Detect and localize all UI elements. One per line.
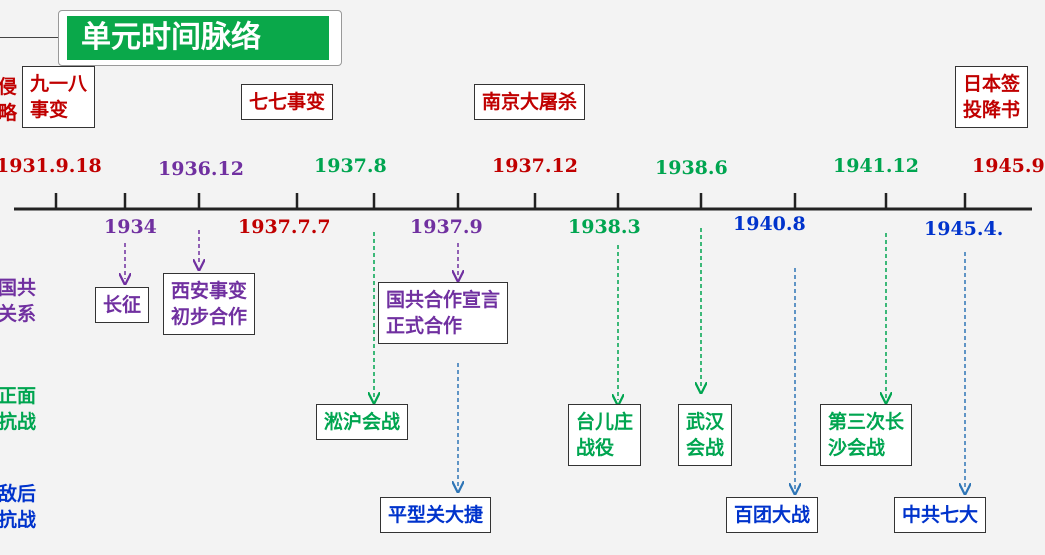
event-surrender: 日本签 投降书 bbox=[955, 66, 1029, 128]
page-title: 单元时间脉络 bbox=[67, 16, 329, 60]
date-1945-4: 1945.4. bbox=[924, 218, 1004, 240]
event-918: 九一八 事变 bbox=[22, 66, 96, 128]
date-1937-8: 1937.8 bbox=[314, 155, 387, 177]
title-connector bbox=[0, 37, 60, 38]
date-1938-3: 1938.3 bbox=[568, 216, 641, 238]
date-1937-7-7: 1937.7.7 bbox=[238, 216, 331, 238]
date-1945-9: 1945.9 bbox=[972, 155, 1045, 177]
event-songhu: 淞沪会战 bbox=[316, 404, 409, 440]
category-kmt-cpc: 国共 关系 bbox=[0, 277, 37, 325]
event-cooperation: 国共合作宣言 正式合作 bbox=[378, 282, 509, 344]
date-1941-12: 1941.12 bbox=[833, 155, 919, 177]
date-1931-9-18: 1931.9.18 bbox=[0, 155, 102, 177]
date-1938-6: 1938.6 bbox=[655, 157, 728, 179]
date-1936-12: 1936.12 bbox=[158, 158, 244, 180]
event-pingxingguan: 平型关大捷 bbox=[380, 497, 492, 533]
event-nanjing: 南京大屠杀 bbox=[474, 84, 586, 120]
category-frontal: 正面 抗战 bbox=[0, 385, 37, 433]
event-baituan: 百团大战 bbox=[726, 497, 819, 533]
date-1934: 1934 bbox=[104, 216, 157, 238]
timeline-ticks bbox=[54, 193, 967, 209]
event-wuhan: 武汉 会战 bbox=[678, 404, 733, 466]
event-xian: 西安事变 初步合作 bbox=[163, 273, 256, 335]
event-7th-congress: 中共七大 bbox=[894, 497, 987, 533]
date-1937-9: 1937.9 bbox=[410, 216, 483, 238]
event-77: 七七事变 bbox=[241, 84, 334, 120]
event-taierzhuang: 台儿庄 战役 bbox=[568, 404, 642, 466]
title-frame: 单元时间脉络 bbox=[58, 10, 342, 66]
date-1940-8: 1940.8 bbox=[733, 213, 806, 235]
event-changsha: 第三次长 沙会战 bbox=[820, 404, 913, 466]
date-1937-12: 1937.12 bbox=[492, 155, 578, 177]
event-long-march: 长征 bbox=[95, 287, 150, 323]
top-category-label: 侵 略 bbox=[0, 76, 18, 124]
category-rear: 敌后 抗战 bbox=[0, 483, 37, 531]
